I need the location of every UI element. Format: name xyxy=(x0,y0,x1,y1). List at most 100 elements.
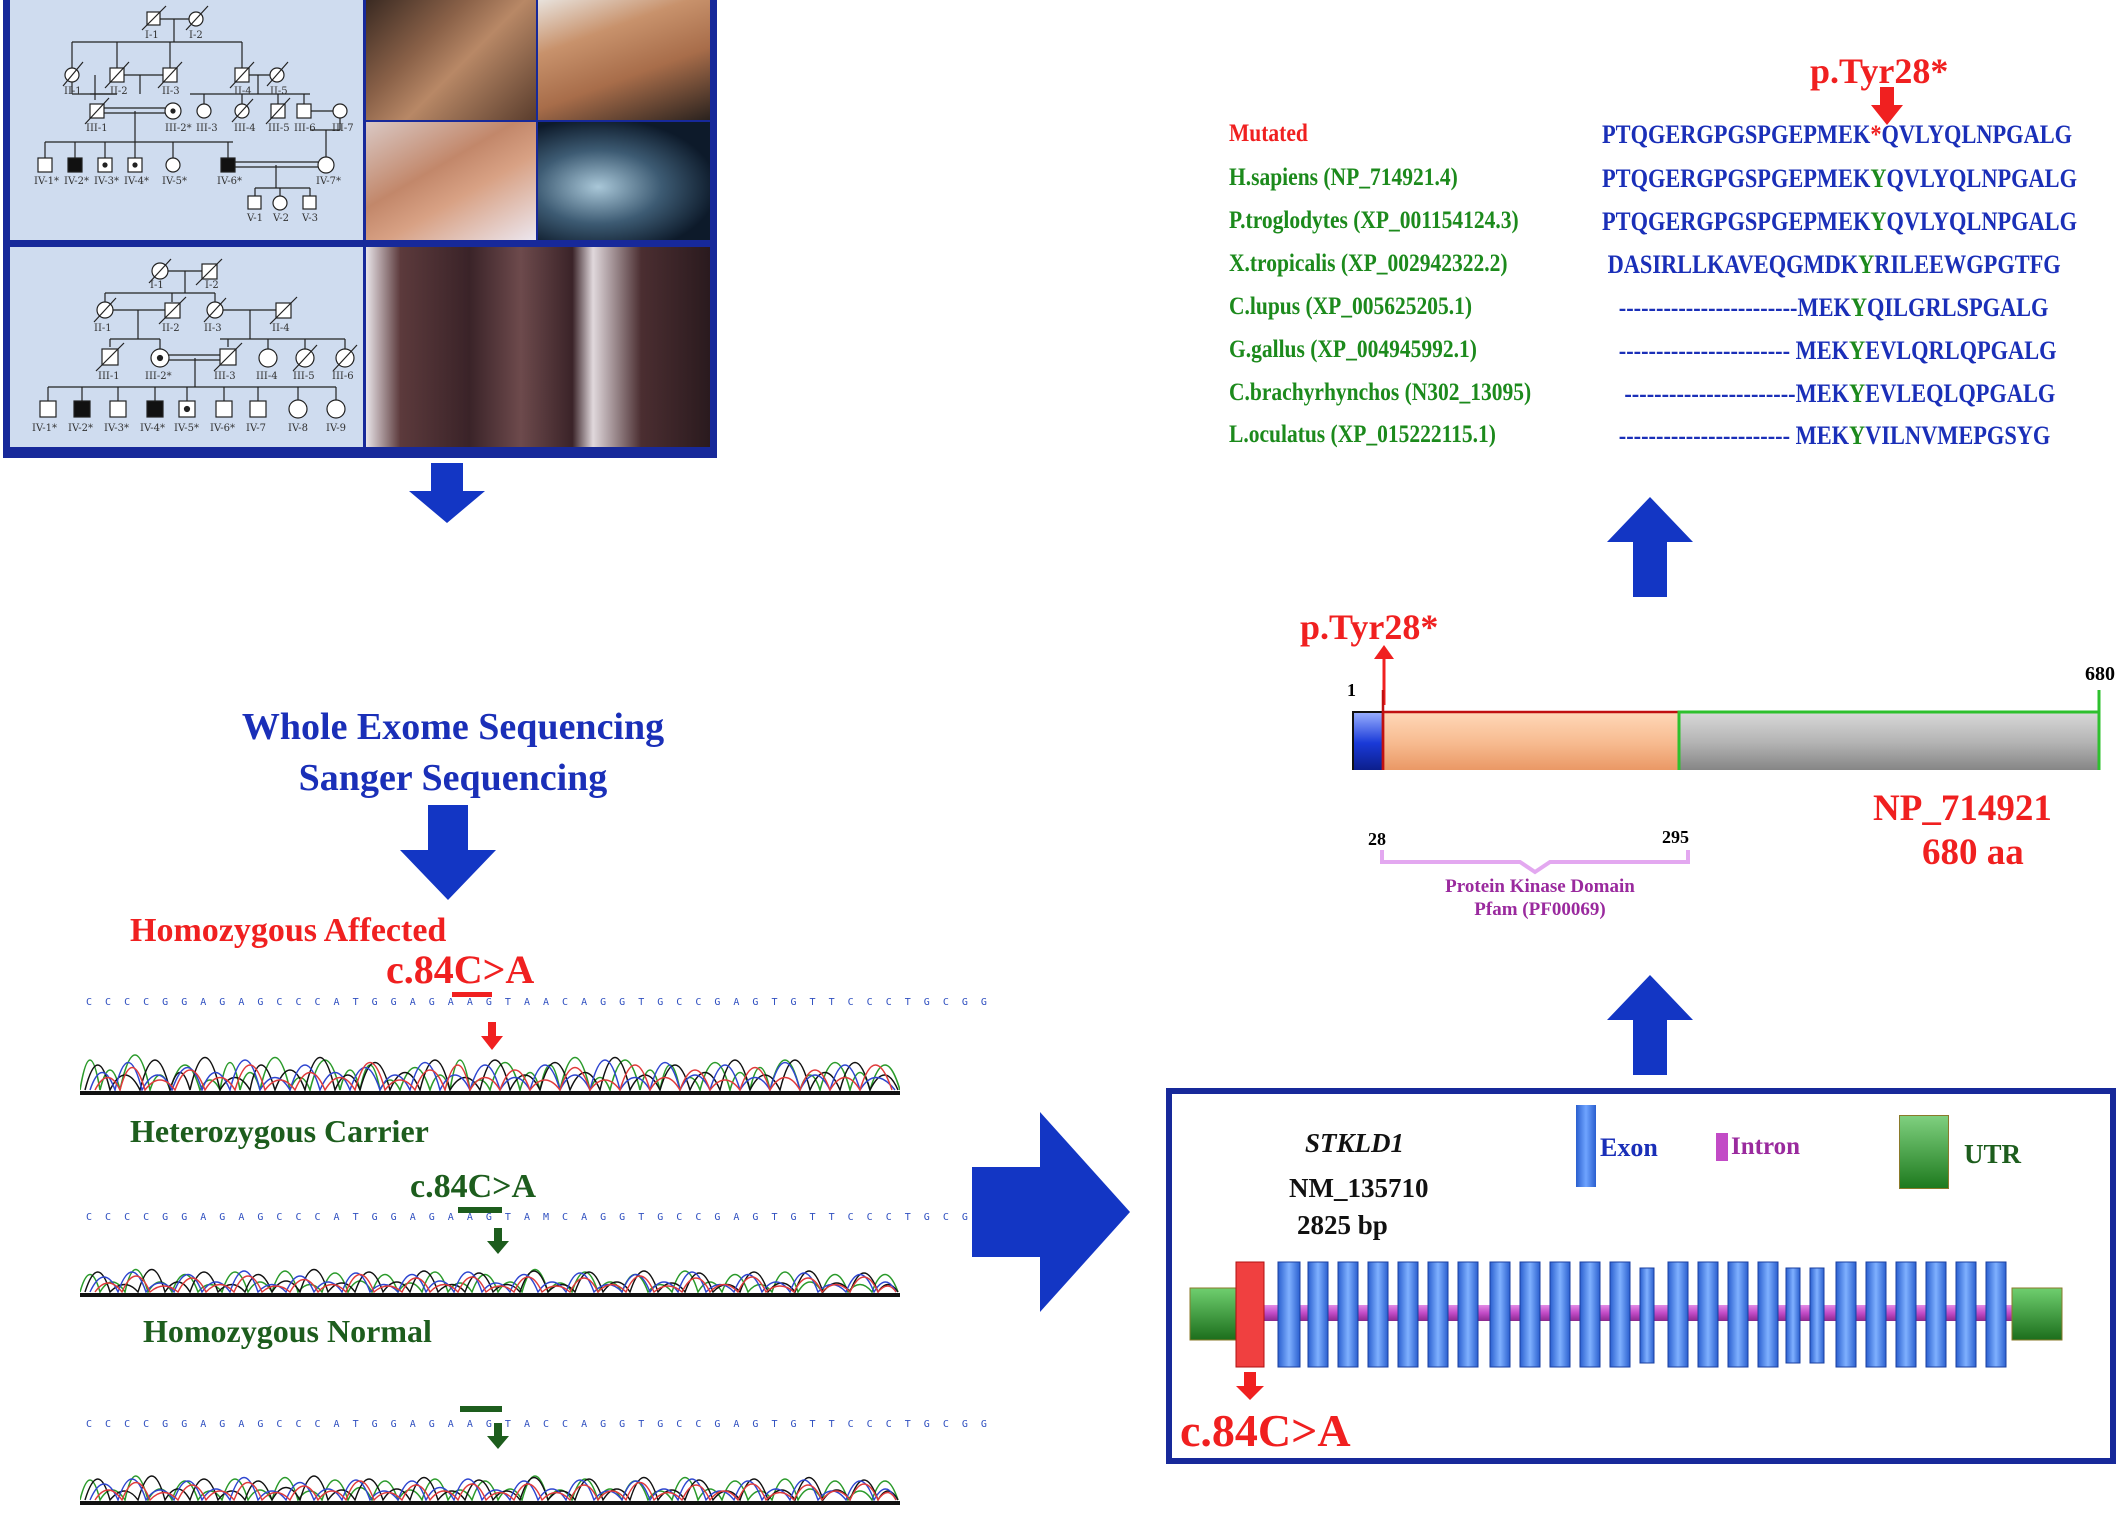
seq-row: -----------------------MEKYEVLEQLQPGALG xyxy=(1602,379,2055,409)
ped2-label-IV-3: IV-3* xyxy=(104,423,129,434)
affected-arrow-icon xyxy=(481,1022,503,1050)
seq-post: VILNVMEPGSYG xyxy=(1865,421,2051,450)
seq-post: EVLQRLQPGALG xyxy=(1865,336,2057,365)
seq-row: PTQGERGPGSPGEPMEKYQVLYQLNPGALG xyxy=(1602,207,2077,237)
ped2-label-IV-8: IV-8 xyxy=(288,423,308,434)
protein-length: 680 aa xyxy=(1922,832,2024,873)
carrier-title: Heterozygous Carrier xyxy=(130,1113,429,1149)
affected-title: Homozygous Affected xyxy=(130,912,447,949)
affected-variant: c.84C>A xyxy=(386,947,535,992)
ped1-label-I-1: I-1 xyxy=(145,30,159,41)
seq-pre: PTQGERGPGSPGEPMEK xyxy=(1602,164,1871,193)
method-sanger-label: Sanger Sequencing xyxy=(298,757,608,799)
ped2-label-III-4: III-4 xyxy=(256,371,278,382)
seq-mark: Y xyxy=(1849,379,1866,408)
ped2-label-I-1: I-1 xyxy=(150,280,164,291)
seq-post: EVLEQLQPGALG xyxy=(1865,379,2056,408)
domain-start-label: 28 xyxy=(1368,829,1386,849)
ped2-label-IV-2: IV-2* xyxy=(68,423,93,434)
species-mutated: Mutated xyxy=(1229,120,1308,147)
seq-mark: Y xyxy=(1849,421,1866,450)
ped2-label-II-1: II-1 xyxy=(94,323,112,334)
pedigree-family-2: I-1 I-2 II-1 II-2 II-3 II-4 III-1 III-2*… xyxy=(10,247,363,447)
alignment-arrow-icon xyxy=(1871,87,1903,125)
gene-size: 2825 bp xyxy=(1297,1210,1388,1240)
protein-mutation-label: p.Tyr28* xyxy=(1300,607,1439,647)
ped2-label-IV-6: IV-6* xyxy=(210,423,235,434)
hand-photo-1 xyxy=(366,0,536,120)
ped2-label-III-3: III-3 xyxy=(214,371,236,382)
gene-variant-label: c.84C>A xyxy=(1180,1405,1351,1456)
seq-pre: PTQGERGPGSPGEPMEK xyxy=(1602,120,1871,149)
species-p-troglodytes: P.troglodytes (XP_001154124.3) xyxy=(1229,207,1519,234)
seq-post: QILGRLSPGALG xyxy=(1867,293,2049,322)
domain-db-label: Pfam (PF00069) xyxy=(1474,899,1606,920)
seq-mark: * xyxy=(1870,120,1882,149)
ped2-label-IV-9: IV-9 xyxy=(326,423,346,434)
seq-post: RILEEWGPGTFG xyxy=(1874,250,2061,279)
normal-title: Homozygous Normal xyxy=(143,1313,432,1349)
ped1-label-IV-4: IV-4* xyxy=(124,176,149,187)
legend-utr-label: UTR xyxy=(1964,1139,2022,1169)
ped1-label-II-2: II-2 xyxy=(110,86,128,97)
hand-photo-3 xyxy=(366,122,536,240)
species-c-brachyrhynchos: C.brachyrhynchos (N302_13095) xyxy=(1229,379,1532,406)
affected-chromatogram-trace xyxy=(80,1054,900,1095)
ped1-label-IV-5: IV-5* xyxy=(162,176,187,187)
ped1-label-IV-7: IV-7* xyxy=(316,176,341,187)
domain-end-label: 295 xyxy=(1662,827,1689,847)
legend-intron-label: Intron xyxy=(1731,1133,1801,1160)
ped2-label-II-2: II-2 xyxy=(162,323,180,334)
up-arrow-2 xyxy=(1607,497,1693,597)
seq-row: PTQGERGPGSPGEPMEKYQVLYQLNPGALG xyxy=(1602,164,2077,194)
protein-accession: NP_714921 xyxy=(1873,788,2052,829)
normal-underline xyxy=(460,1406,502,1412)
ped1-label-III-6: III-6 xyxy=(294,123,316,134)
carrier-underline xyxy=(458,1207,502,1213)
seq-post: QVLYQLNPGALG xyxy=(1886,207,2078,236)
carrier-chromatogram-trace xyxy=(80,1269,900,1297)
ped1-label-III-4: III-4 xyxy=(234,123,256,134)
hand-xray xyxy=(538,122,710,240)
hand-photo-2 xyxy=(538,0,710,120)
species-h-sapiens: H.sapiens (NP_714921.4) xyxy=(1229,164,1458,191)
ped1-label-IV-1: IV-1* xyxy=(34,176,59,187)
ped1-label-III-5: III-5 xyxy=(268,123,290,134)
seq-pre: ----------------------- MEK xyxy=(1602,421,1850,450)
normal-chromatogram-trace xyxy=(80,1475,900,1505)
ped1-label-III-3: III-3 xyxy=(196,123,218,134)
ped2-label-II-3: II-3 xyxy=(204,323,222,334)
legend-exon-swatch xyxy=(1576,1105,1596,1187)
ped1-label-IV-2: IV-2* xyxy=(64,176,89,187)
species-l-oculatus: L.oculatus (XP_015222115.1) xyxy=(1229,421,1496,448)
seq-mark: Y xyxy=(1858,250,1875,279)
gene-transcript: NM_135710 xyxy=(1289,1173,1429,1203)
ped1-label-II-4: II-4 xyxy=(234,86,252,97)
ped1-label-II-5: II-5 xyxy=(270,86,288,97)
seq-row: PTQGERGPGSPGEPMEK*QVLYQLNPGALG xyxy=(1602,120,2072,150)
pedigree-2-chart xyxy=(39,258,358,419)
method-wes-label: Whole Exome Sequencing xyxy=(241,706,665,748)
species-g-gallus: G.gallus (XP_004945992.1) xyxy=(1229,336,1477,363)
ped2-label-III-5: III-5 xyxy=(293,371,315,382)
seq-pre: ------------------------MEK xyxy=(1602,293,1851,322)
normal-arrow-icon xyxy=(487,1423,509,1449)
seq-pre: PTQGERGPGSPGEPMEK xyxy=(1602,207,1871,236)
protein-end-label: 680 xyxy=(2085,663,2115,685)
ped2-label-IV-7: IV-7 xyxy=(246,423,266,434)
ped2-label-III-2: III-2* xyxy=(145,371,172,382)
gene-name: STKLD1 xyxy=(1305,1128,1405,1158)
gene-model xyxy=(1189,1261,2063,1400)
seq-row: ----------------------- MEKYEVLQRLQPGALG xyxy=(1602,336,2057,366)
ped2-label-II-4: II-4 xyxy=(272,323,290,334)
domain-bracket xyxy=(1380,850,1690,875)
normal-sequence: C C C C G G A G A G C C C A T G G A G A … xyxy=(86,1419,991,1430)
legend-intron-swatch xyxy=(1716,1133,1728,1161)
seq-mark: Y xyxy=(1870,207,1887,236)
ped2-label-III-1: III-1 xyxy=(98,371,120,382)
pedigree-1-chart xyxy=(37,5,348,211)
ped1-label-II-1: II-1 xyxy=(64,86,82,97)
down-arrow-1 xyxy=(409,463,485,523)
ped1-label-III-7: III-7 xyxy=(332,123,354,134)
down-arrow-2 xyxy=(400,805,496,900)
